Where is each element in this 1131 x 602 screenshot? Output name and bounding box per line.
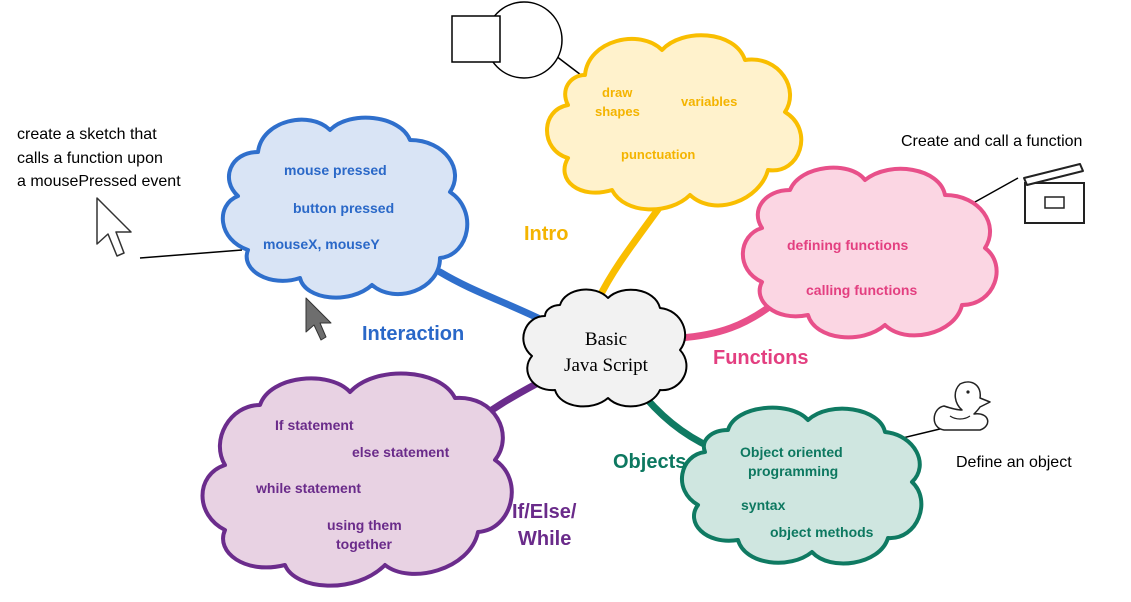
ifelse-item-using: using them	[327, 517, 402, 533]
connector-functions	[676, 301, 776, 342]
intro-title: Intro	[524, 223, 568, 245]
intro-item-punctuation: punctuation	[621, 147, 695, 162]
objects-item-syntax: syntax	[741, 497, 786, 513]
ifelse-item-while: while statement	[255, 480, 361, 496]
mouse-pointer-filled-icon	[305, 297, 332, 341]
intro-cloud	[545, 33, 804, 212]
square-circle-shapes-icon	[451, 1, 563, 79]
interaction-cloud	[220, 115, 470, 300]
center-title-line2: Java Script	[564, 355, 649, 376]
intro-item-draw: draw	[602, 85, 633, 100]
ifelse-item-together: together	[336, 536, 393, 552]
objects-title: Objects	[613, 451, 686, 473]
functions-cloud	[740, 165, 999, 340]
functions-title: Functions	[713, 347, 809, 369]
note-interaction-line1: create a sketch that	[17, 126, 157, 143]
intro-item-shapes: shapes	[595, 104, 640, 119]
center-cloud	[522, 288, 688, 408]
functions-item-defining: defining functions	[787, 237, 909, 253]
rubber-duck-icon	[933, 381, 991, 431]
interaction-title: Interaction	[362, 323, 464, 345]
ifelse-item-else: else statement	[352, 444, 450, 460]
interaction-item-mousex-mousey: mouseX, mouseY	[263, 236, 380, 252]
objects-cloud	[680, 405, 924, 566]
intro-item-variables: variables	[681, 94, 737, 109]
interaction-item-button-pressed: button pressed	[293, 200, 394, 216]
note-interaction-line3: a mousePressed event	[17, 173, 181, 190]
ifelse-item-if: If statement	[275, 417, 354, 433]
note-line-interaction	[139, 249, 243, 259]
functions-item-calling: calling functions	[806, 282, 917, 298]
ifelse-title-line2: While	[518, 528, 571, 550]
mouse-pointer-outline-icon	[96, 197, 132, 257]
objects-item-oop-line2: programming	[748, 463, 838, 479]
note-functions: Create and call a function	[901, 133, 1082, 150]
clapperboard-icon	[1023, 163, 1085, 224]
center-title-line1: Basic	[585, 329, 627, 350]
objects-item-methods: object methods	[770, 524, 874, 540]
objects-item-oop-line1: Object oriented	[740, 444, 843, 460]
ifelse-cloud	[200, 371, 514, 588]
connector-interaction	[436, 268, 542, 322]
note-interaction-line2: calls a function upon	[17, 150, 163, 167]
interaction-item-mouse-pressed: mouse pressed	[284, 162, 387, 178]
ifelse-title-line1: If/Else/	[512, 501, 577, 523]
note-objects: Define an object	[956, 454, 1072, 471]
